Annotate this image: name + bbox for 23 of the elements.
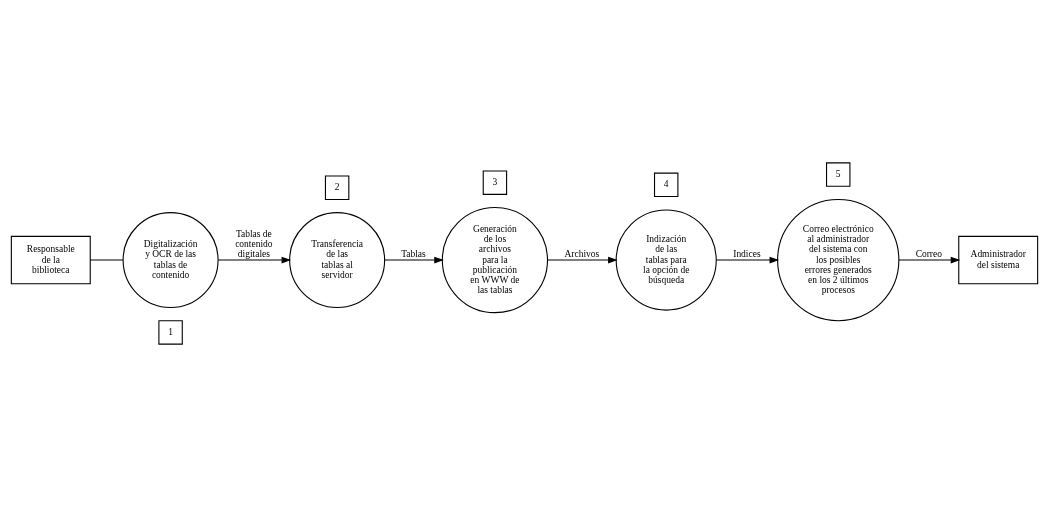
node-circle: Transferencia de las tablas al servidor bbox=[289, 211, 386, 308]
node-box: 2 bbox=[324, 175, 350, 200]
node-box: 5 bbox=[826, 161, 851, 187]
node-box: Responsable de la biblioteca bbox=[10, 235, 91, 284]
edge-label: Tablas de contenido digitales bbox=[235, 228, 273, 259]
arrow bbox=[715, 256, 780, 263]
connector bbox=[89, 259, 124, 261]
edge-label: Archivos bbox=[564, 248, 600, 259]
node-circle: Correo electrónico al administrador del sistema con los posibles errores generados en los 2 últimos procesos bbox=[777, 198, 900, 321]
node-circle: Generación de los archivos para la publicación en WWW de las tablas bbox=[441, 206, 549, 313]
edge-label: Correo bbox=[915, 248, 942, 259]
node-circle: Indización de las tablas para la opción de búsqueda bbox=[615, 209, 717, 311]
arrow bbox=[217, 256, 292, 263]
edge-label: Tablas bbox=[401, 248, 426, 259]
node-box: 4 bbox=[653, 172, 679, 197]
edge-label: Indices bbox=[733, 248, 761, 259]
arrow bbox=[546, 256, 618, 263]
node-box: 3 bbox=[482, 169, 508, 195]
arrow bbox=[898, 256, 961, 263]
node-box: Administrador del sistema bbox=[958, 235, 1039, 284]
node-box: 1 bbox=[158, 319, 183, 345]
node-circle: Digitalización y OCR de las tablas de contenido bbox=[122, 211, 219, 308]
arrow bbox=[384, 256, 444, 263]
